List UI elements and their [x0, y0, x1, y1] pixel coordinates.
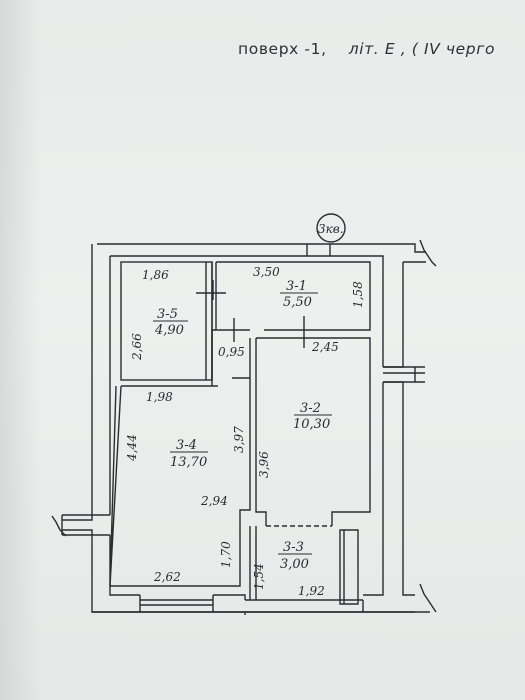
- room-3-5-label: 3-5 4,90: [153, 307, 188, 338]
- dim-1-98: 1,98: [146, 390, 173, 404]
- top-ticks: [306, 244, 331, 256]
- tick-marks: [196, 280, 305, 379]
- dim-2-62: 2,62: [153, 570, 181, 584]
- break-mark-top: [419, 239, 437, 267]
- dim-3-96: 3,96: [257, 451, 271, 478]
- room-3-4-area: 13,70: [170, 455, 207, 470]
- lit-label: літ. Е , ( IV черго: [348, 40, 496, 58]
- header-caption: поверх -1, літ. Е , ( IV черго: [238, 40, 495, 58]
- apartment-marker: [316, 213, 346, 243]
- dim-3-97: 3,97: [232, 426, 246, 453]
- break-mark-left: [51, 515, 67, 537]
- dim-1-54: 1,54: [252, 563, 266, 590]
- room-3-3-area: 3,00: [280, 557, 309, 572]
- dim-1-58: 1,58: [351, 281, 365, 308]
- room-3-2-label: 3-2 10,30: [293, 401, 332, 432]
- partition-3-4-top: [121, 329, 218, 387]
- room-3-4-label: 3-4 13,70: [170, 438, 208, 470]
- window-bottom: [139, 595, 214, 612]
- room-3-4-walls: [109, 338, 251, 587]
- dim-3-50: 3,50: [253, 265, 280, 279]
- room-3-2-area: 10,30: [293, 417, 330, 432]
- room-3-1-label: 3-1 5,50: [280, 279, 318, 310]
- room-3-2-id: 3-2: [300, 401, 321, 416]
- room-3-2-walls: [255, 337, 371, 526]
- dim-0-95: 0,95: [218, 345, 245, 359]
- window-right: [383, 366, 425, 383]
- dim-1-86: 1,86: [142, 268, 169, 282]
- bottom-line: [92, 600, 430, 615]
- room-3-5-area: 4,90: [154, 323, 184, 338]
- outer-wall-inner: [109, 255, 384, 601]
- break-mark-bottom: [419, 583, 437, 613]
- window-left: [61, 514, 110, 536]
- floor-label: поверх -1,: [238, 40, 327, 58]
- room-3-3-label: 3-3 3,00: [278, 540, 312, 572]
- room-3-3-walls: [249, 526, 257, 600]
- dim-4-44: 4,44: [125, 434, 139, 462]
- dim-1-70: 1,70: [219, 541, 233, 568]
- room-3-3-id: 3-3: [283, 540, 304, 555]
- room-3-5-id: 3-5: [157, 307, 178, 322]
- dim-2-45: 2,45: [311, 340, 339, 354]
- apartment-label: 3кв.: [318, 222, 344, 236]
- dim-2-66: 2,66: [130, 333, 144, 361]
- room-3-4-id: 3-4: [176, 438, 197, 453]
- dim-2-94: 2,94: [200, 494, 228, 508]
- dim-1-92: 1,92: [298, 584, 325, 598]
- page-shadow: [0, 0, 40, 700]
- room-3-1-id: 3-1: [286, 279, 307, 294]
- room-3-1-area: 5,50: [283, 295, 312, 310]
